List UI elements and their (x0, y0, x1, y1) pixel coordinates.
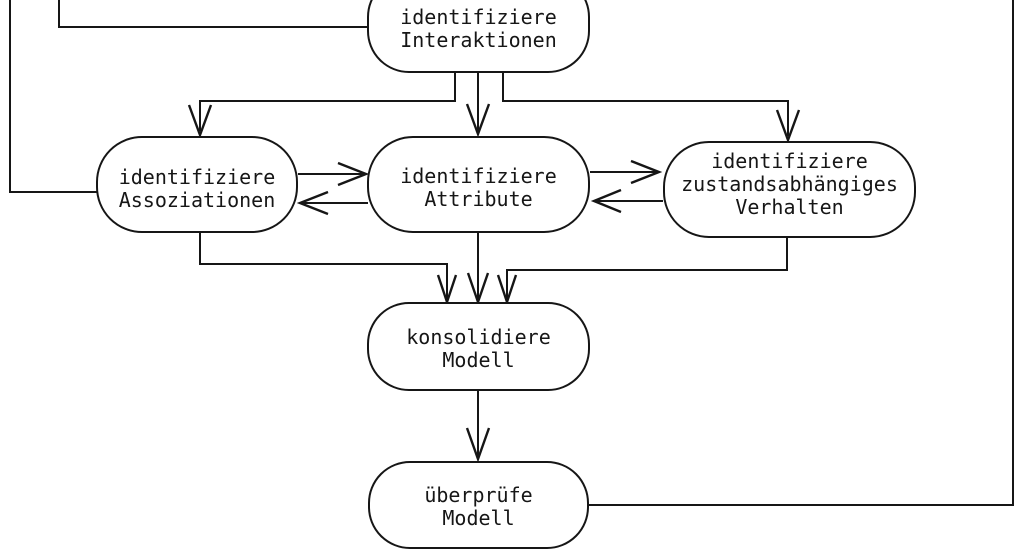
arrowhead-into-assoziationen-top (187, 104, 213, 139)
node-label-line: zustandsabhängiges (681, 171, 898, 196)
node-label-line: identifiziere (711, 148, 868, 173)
node-label-line: identifiziere (400, 5, 557, 29)
node-label-line: Assoziationen (118, 188, 276, 212)
arrowhead-into-attribute-right (590, 188, 622, 214)
node-label-line: Modell (442, 347, 515, 372)
arrowhead-into-attribute-top (465, 103, 491, 138)
edge-ueberpruefe-to-offscreen (588, 0, 1014, 506)
edge-interaktionen-to-assoziationen (199, 73, 456, 131)
arrowhead-into-verhalten-top (775, 109, 801, 144)
arrowhead-into-attribute-left (337, 161, 370, 187)
node-label-line: Attribute (424, 186, 533, 211)
node-label-line: konsolidiere (406, 324, 551, 349)
node-label-line: Modell (442, 505, 515, 530)
node-label-line: Interaktionen (400, 28, 557, 52)
node-label-line: identifiziere (118, 165, 276, 189)
node-ueberpruefe-modell: überprüfe Modell (368, 461, 589, 549)
node-identifiziere-attribute: identifiziere Attribute (367, 136, 590, 233)
node-identifiziere-interaktionen: identifiziere Interaktionen (367, 0, 590, 73)
edge-offscreen-to-assoziationen (9, 0, 97, 193)
edge-offscreen-to-interaktionen (58, 0, 370, 28)
edge-verhalten-to-konsolidiere (506, 238, 788, 300)
node-label-line: Verhalten (735, 194, 844, 219)
node-label-line: identifiziere (400, 163, 557, 188)
arrowhead-into-verhalten-left (630, 159, 663, 185)
node-konsolidiere-modell: konsolidiere Modell (367, 302, 590, 391)
arrowhead-into-assoziationen-right (296, 190, 329, 216)
edge-interaktionen-to-verhalten (502, 73, 789, 136)
node-identifiziere-assoziationen: identifiziere Assoziationen (96, 136, 298, 233)
edge-assoziationen-to-konsolidiere (199, 233, 448, 300)
node-identifiziere-zustandsabhaengiges-verhalten: identifiziere zustandsabhängiges Verhalt… (663, 141, 916, 238)
node-label-line: überprüfe (424, 482, 533, 507)
arrowhead-into-ueberpruefe-top (465, 427, 491, 463)
